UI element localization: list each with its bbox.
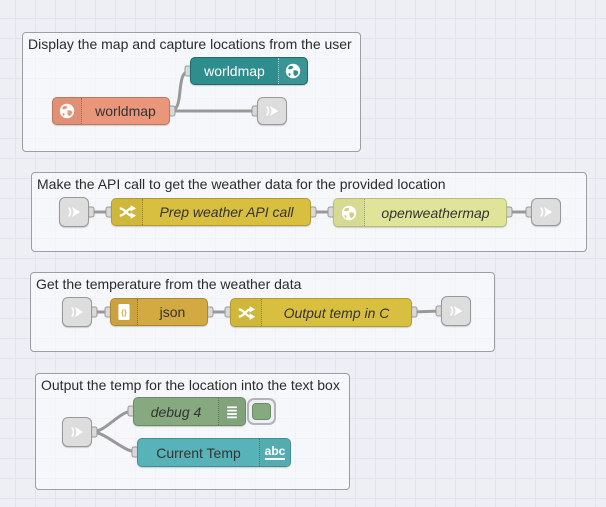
link-icon	[71, 426, 84, 438]
node-label: worldmap	[204, 63, 265, 79]
function-icon	[112, 199, 143, 225]
node-label: Output temp in C	[283, 304, 390, 321]
node-link-out[interactable]	[441, 296, 471, 326]
node-link-in[interactable]	[62, 417, 92, 447]
node-ui-text-current-temp[interactable]: Current Temp abc	[137, 438, 291, 467]
node-label: worldmap	[95, 103, 156, 119]
abc-text-icon: abc	[259, 439, 290, 466]
node-label: json	[159, 304, 186, 320]
link-icon	[540, 206, 553, 218]
globe-icon	[278, 58, 307, 84]
globe-icon	[53, 98, 82, 124]
wire[interactable]	[168, 69, 192, 113]
node-label: Current Temp	[156, 444, 241, 461]
node-worldmap-in[interactable]: worldmap	[52, 97, 170, 125]
node-link-in[interactable]	[62, 297, 92, 327]
node-link-in[interactable]	[59, 197, 89, 227]
debug-toggle-button[interactable]	[247, 398, 276, 425]
wire[interactable]	[90, 409, 135, 434]
globe-icon	[334, 199, 365, 226]
node-label: Prep weather API call	[159, 204, 294, 220]
node-json[interactable]: {} json	[110, 298, 208, 326]
node-function-prep-weather[interactable]: Prep weather API call	[111, 198, 311, 226]
group-title: Get the temperature from the weather dat…	[36, 276, 302, 292]
svg-text:{}: {}	[121, 308, 127, 317]
json-file-icon: {}	[111, 299, 138, 325]
node-link-out[interactable]	[257, 97, 287, 125]
debug-toggle-state	[252, 403, 271, 420]
group-output-temp[interactable]: Output the temp for the location into th…	[35, 373, 350, 490]
group-title: Display the map and capture locations fr…	[28, 36, 352, 52]
group-display-map[interactable]: Display the map and capture locations fr…	[22, 32, 361, 152]
link-icon	[266, 105, 279, 117]
link-icon	[68, 206, 81, 218]
group-title: Output the temp for the location into th…	[41, 377, 340, 393]
node-openweathermap[interactable]: openweathermap	[333, 198, 507, 227]
node-link-out[interactable]	[531, 198, 561, 226]
wire[interactable]	[90, 430, 139, 454]
debug-list-icon	[218, 398, 245, 425]
function-icon	[231, 299, 262, 326]
node-label: openweathermap	[381, 204, 490, 221]
group-title: Make the API call to get the weather dat…	[37, 176, 446, 192]
link-icon	[71, 306, 84, 318]
link-icon	[450, 305, 463, 317]
node-worldmap-out[interactable]: worldmap	[190, 57, 308, 85]
node-debug[interactable]: debug 4	[133, 397, 246, 426]
node-label: debug 4	[150, 403, 202, 420]
node-function-output-temp[interactable]: Output temp in C	[230, 298, 412, 327]
